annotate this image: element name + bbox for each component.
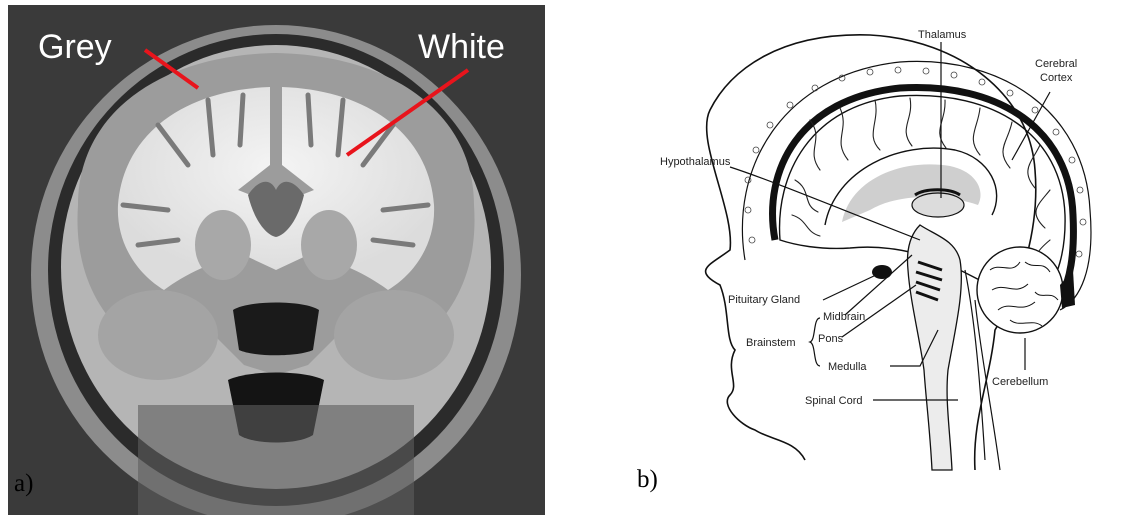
lower-face — [138, 405, 414, 515]
label-hypothalamus: Hypothalamus — [660, 156, 731, 168]
label-brainstem: Brainstem — [746, 337, 796, 349]
grey-label: Grey — [38, 28, 112, 66]
label-spinal-cord: Spinal Cord — [805, 395, 862, 407]
temporal-lobe-left — [98, 290, 218, 380]
brainstem-shape — [908, 225, 962, 470]
label-cerebellum: Cerebellum — [992, 376, 1048, 388]
label-pituitary-gland: Pituitary Gland — [728, 294, 800, 306]
white-label: White — [418, 28, 505, 66]
temporal-lobe-right — [334, 290, 454, 380]
label-midbrain: Midbrain — [823, 311, 865, 323]
thalamus-shape — [912, 193, 964, 217]
label-cerebral: Cerebral — [1035, 58, 1077, 70]
basal-ganglia-right — [301, 210, 357, 280]
label-pons: Pons — [818, 333, 844, 345]
basal-ganglia-left — [195, 210, 251, 280]
mri-brain-image: Grey White — [8, 5, 545, 515]
pituitary-shape — [872, 265, 892, 279]
pituitary-pointer — [823, 275, 876, 300]
label-cortex: Cortex — [1040, 72, 1073, 84]
label-thalamus: Thalamus — [918, 29, 967, 41]
panel-a-tag: a) — [14, 470, 33, 498]
brain-diagram: Thalamus Cerebral Cortex Hypothalamus Pi… — [580, 0, 1128, 517]
panel-b-tag: b) — [637, 466, 658, 494]
label-medulla: Medulla — [828, 361, 867, 373]
sinus-region — [233, 303, 319, 356]
cerebellum-shape — [977, 247, 1063, 333]
